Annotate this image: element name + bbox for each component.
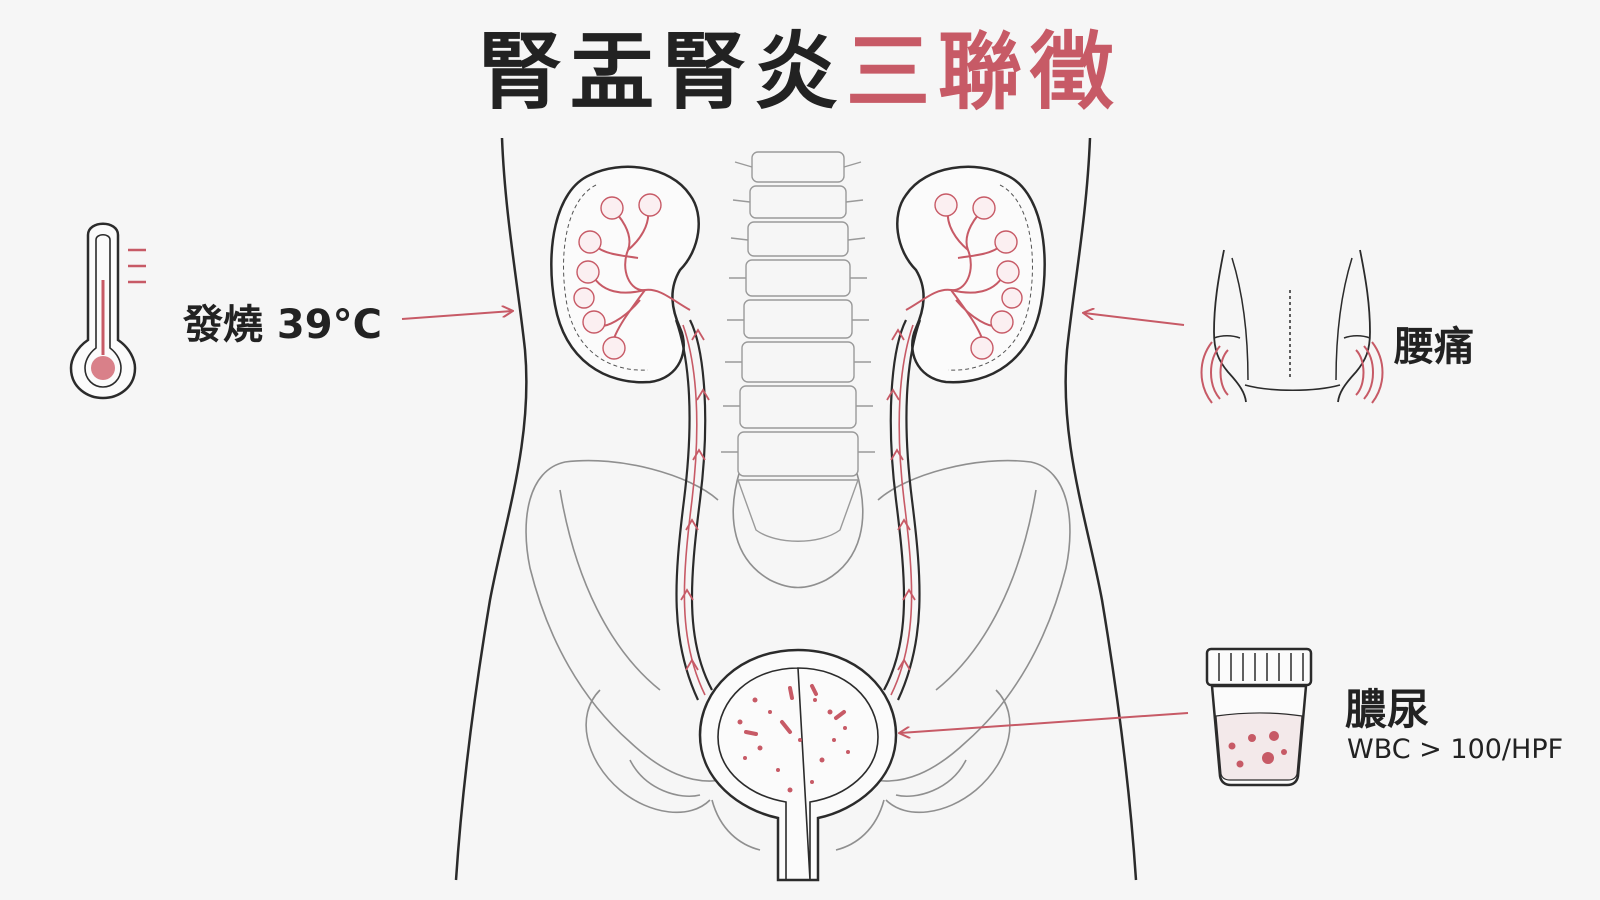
urine-cup-icon <box>1205 647 1313 787</box>
pointer-arrows <box>401 311 1189 733</box>
title-highlight: 三聯徵 <box>846 23 1123 121</box>
back-pain-label: 腰痛 <box>1394 324 1474 370</box>
thermometer-icon <box>69 222 146 400</box>
left-kidney <box>550 165 700 384</box>
bladder <box>698 648 898 882</box>
body-outline <box>454 137 1138 881</box>
title-main: 腎盂腎炎 <box>477 23 846 121</box>
page-title: 腎盂腎炎三聯徵 <box>0 22 1600 122</box>
pelvis <box>525 459 1071 851</box>
right-kidney <box>896 165 1046 384</box>
spine <box>721 151 875 542</box>
fever-arrow <box>401 311 512 320</box>
ureters <box>674 319 922 701</box>
pyuria-detail: WBC > 100/HPF <box>1347 734 1564 765</box>
pyuria-arrow <box>900 712 1189 733</box>
back-pain-arrow <box>1084 313 1185 326</box>
back-pain-torso-icon <box>1200 249 1384 404</box>
fever-label: 發燒 39°C <box>183 302 382 348</box>
pyuria-label: 膿尿 <box>1345 685 1430 734</box>
